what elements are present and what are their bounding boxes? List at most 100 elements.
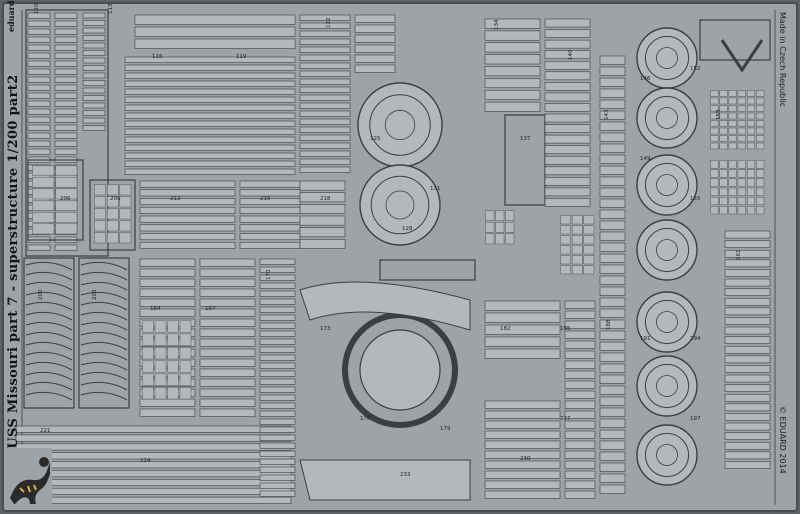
rail-part [54,100,78,107]
rail-part [299,158,351,165]
grid-cell [737,160,746,169]
rail-part [27,20,51,27]
rail-part [724,432,771,441]
rail-part [599,286,626,296]
rail-part [259,442,296,449]
disc-ring [644,95,690,141]
rail-part [599,231,626,241]
fan-blade [25,291,73,301]
fan-blade [25,331,73,341]
rail-part [354,44,396,53]
part-number: 116 [152,54,163,60]
rail-part [484,440,561,449]
rail-part [27,52,51,59]
fan-blade [80,321,128,331]
rail-part [139,224,236,232]
rail-part [299,166,351,173]
rail-part [599,396,626,406]
grid-cell [495,221,505,233]
grid-cell [719,97,728,105]
rail-part [27,44,51,51]
rail-part [27,140,51,147]
rail-part [299,126,351,133]
rail-part [54,124,78,131]
fan-blade [25,311,73,321]
rail-part [724,345,771,354]
rail-part [259,282,296,289]
grid-cell [142,320,154,333]
rail-part [564,430,596,439]
rail-part [54,108,78,115]
rail-part [599,440,626,450]
rail-part [124,128,296,135]
rail-part [564,410,596,419]
rail-part [724,288,771,297]
rail-part [564,400,596,409]
grid-cell [756,135,765,142]
rail-part [599,407,626,417]
rail-part [199,258,256,267]
rail-part [259,386,296,393]
grid-cell [710,127,719,135]
rail-part [484,54,541,65]
rail-part [484,312,561,323]
rail-part [27,132,51,139]
fan-blade [80,291,128,301]
grid-cell [746,206,756,215]
rail-part [724,230,771,239]
rail-part [544,198,591,207]
part-number: 215 [260,196,271,202]
rail-part [259,346,296,353]
grid-cell [106,208,119,220]
grid-cell [746,127,756,135]
rail-part [544,92,591,102]
disc-hub [385,190,415,220]
grid-cell [583,215,595,225]
rail-part [484,66,541,77]
fan-blade [80,301,128,311]
rail-part [354,54,396,63]
rail-part [599,451,626,461]
part-number: 134 [494,19,500,30]
grid-cell [746,135,756,142]
rail-part [259,338,296,345]
rail-part [544,60,591,70]
rail-part [599,143,626,153]
grid-cell [55,188,78,200]
rail-part [299,134,351,141]
rail-part [139,233,236,241]
rail-part [124,88,296,95]
fan-blade [80,351,128,361]
rail-part [564,330,596,339]
grid-cell [719,90,728,97]
brand-label: eduard [6,0,16,33]
grid-cell [746,160,756,169]
grid-cell [737,90,746,97]
disc-hub [656,47,678,69]
grid-cell [737,127,746,135]
rail-part [299,150,351,157]
rail-part [15,487,292,495]
rail-part [599,198,626,208]
rail-part [259,410,296,417]
rail-part [54,28,78,35]
rail-part [259,474,296,481]
grid-cell [495,210,505,221]
grid-cell [106,220,119,232]
rail-part [124,160,296,167]
curved-deck [299,281,471,331]
grid-cell [106,196,119,208]
fan-blade [25,281,73,291]
part-number: 164 [150,306,161,312]
rail-part [724,259,771,268]
part-number: 167 [205,306,216,312]
rail-part [259,378,296,385]
rail-part [54,20,78,27]
rail-part [82,42,106,49]
fan-blade [25,371,73,381]
rail-part [259,450,296,457]
rail-part [259,394,296,401]
grid-cell [737,142,746,150]
grid-cell [728,142,737,150]
